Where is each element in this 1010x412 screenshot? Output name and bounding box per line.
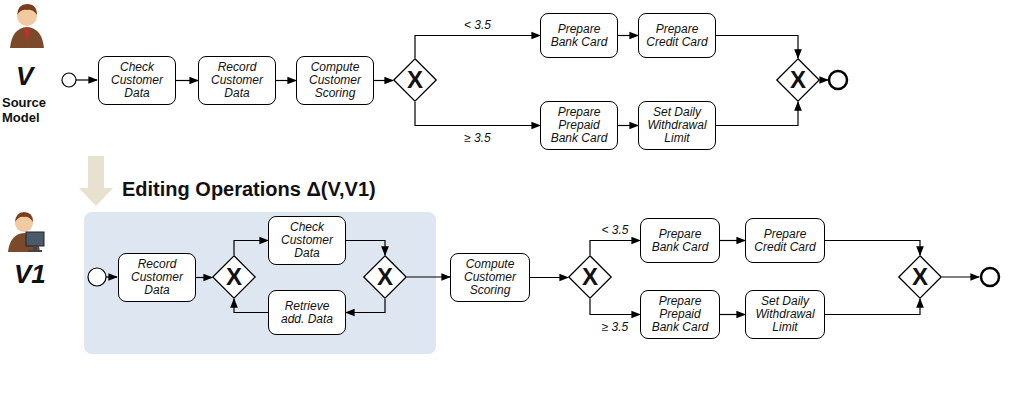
- end-event: [829, 71, 847, 89]
- process-box: Check Customer Data: [268, 216, 346, 265]
- sequence-flow: [276, 80, 296, 81]
- diamond-shape: [394, 59, 436, 101]
- end-event: [981, 268, 999, 286]
- gateway-diamond: X: [363, 255, 407, 299]
- person-icon: [8, 212, 44, 252]
- sequence-flow: [590, 241, 640, 256]
- gateway-diamond: X: [393, 58, 437, 102]
- sequence-flow: [720, 314, 745, 315]
- process-box: Set Daily Withdrawal Limit: [745, 290, 825, 339]
- process-box: Compute Customer Scoring: [450, 253, 530, 302]
- node-text: Check Customer Data: [273, 221, 341, 260]
- process-box: Compute Customer Scoring: [296, 56, 374, 105]
- node-text: Prepare Bank Card: [545, 23, 613, 49]
- node-text: Prepare Prepaid Bank Card: [545, 106, 613, 145]
- condition-label: < 3.5: [599, 223, 630, 237]
- process-box: Prepare Bank Card: [540, 13, 618, 58]
- sequence-flow: [346, 241, 385, 256]
- sequence-flow: [415, 102, 540, 126]
- node-text: Retrieve add. Data: [273, 300, 341, 326]
- node-text: Prepare Credit Card: [750, 228, 820, 254]
- sequence-flow: [720, 240, 745, 241]
- person-icon: [10, 4, 44, 48]
- model-label: V1: [14, 260, 46, 290]
- process-box: Set Daily Withdrawal Limit: [638, 101, 716, 150]
- node-text: Set Daily Withdrawal Limit: [643, 106, 711, 145]
- process-box: Retrieve add. Data: [268, 290, 346, 335]
- sequence-flow: [825, 241, 920, 256]
- node-text: X: [226, 265, 242, 289]
- diamond-shape: [213, 256, 255, 298]
- node-text: X: [790, 68, 806, 92]
- node-text: Prepare Credit Card: [643, 23, 711, 49]
- operation-heading: Editing Operations Δ(V,V1): [122, 178, 376, 201]
- sequence-flow: [530, 277, 568, 278]
- node-text: X: [377, 265, 393, 289]
- gateway-diamond: X: [898, 255, 942, 299]
- flow-line: [820, 79, 828, 80]
- node-text: Check Customer Data: [103, 61, 171, 100]
- gateway-diamond: X: [212, 255, 256, 299]
- diamond-shape: [777, 59, 819, 101]
- node-text: Compute Customer Scoring: [455, 258, 525, 297]
- gateway-diamond: X: [776, 58, 820, 102]
- sequence-flow: [618, 125, 638, 126]
- sequence-flow: [346, 299, 385, 313]
- process-box: Record Customer Data: [198, 56, 276, 105]
- node-text: Compute Customer Scoring: [301, 61, 369, 100]
- condition-label: < 3.5: [462, 18, 493, 32]
- process-box: Prepare Bank Card: [640, 218, 720, 263]
- node-text: Record Customer Data: [123, 258, 191, 297]
- start-event: [62, 73, 76, 87]
- process-box: Check Customer Data: [98, 56, 176, 105]
- process-box: Prepare Prepaid Bank Card: [540, 101, 618, 150]
- transform-arrow: [79, 156, 113, 206]
- condition-label: ≥ 3.5: [462, 131, 493, 145]
- sequence-flow: [415, 36, 540, 59]
- start-event: [88, 268, 106, 286]
- node-text: X: [407, 68, 423, 92]
- sequence-flow: [374, 80, 393, 81]
- node-text: Prepare Bank Card: [645, 228, 715, 254]
- sequence-flow: [716, 36, 798, 59]
- process-box: Prepare Prepaid Bank Card: [640, 290, 720, 339]
- node-text: X: [582, 265, 598, 289]
- node-text: Record Customer Data: [203, 61, 271, 100]
- node-text: Prepare Prepaid Bank Card: [645, 295, 715, 334]
- process-box: Prepare Credit Card: [745, 218, 825, 263]
- sequence-flow: [825, 299, 920, 315]
- diamond-shape: [899, 256, 941, 298]
- sequence-flow: [176, 80, 198, 81]
- sequence-flow: [234, 241, 268, 256]
- model-label: Source Model: [2, 96, 58, 126]
- diamond-shape: [569, 256, 611, 298]
- node-text: Set Daily Withdrawal Limit: [750, 295, 820, 334]
- sequence-flow: [196, 277, 212, 278]
- flow-line: [76, 79, 97, 80]
- sequence-flow: [618, 35, 638, 36]
- condition-label: ≥ 3.5: [600, 320, 631, 334]
- sequence-flow: [590, 299, 640, 315]
- flow-line: [106, 276, 117, 277]
- sequence-flow: [234, 299, 268, 313]
- gateway-diamond: X: [568, 255, 612, 299]
- node-text: X: [912, 265, 928, 289]
- sequence-flow: [716, 102, 798, 126]
- diamond-shape: [364, 256, 406, 298]
- sequence-flow: [407, 276, 450, 277]
- change-region: [84, 212, 436, 354]
- flow-line: [942, 276, 979, 277]
- process-box: Record Customer Data: [118, 253, 196, 302]
- model-label: V: [16, 62, 33, 92]
- process-box: Prepare Credit Card: [638, 13, 716, 58]
